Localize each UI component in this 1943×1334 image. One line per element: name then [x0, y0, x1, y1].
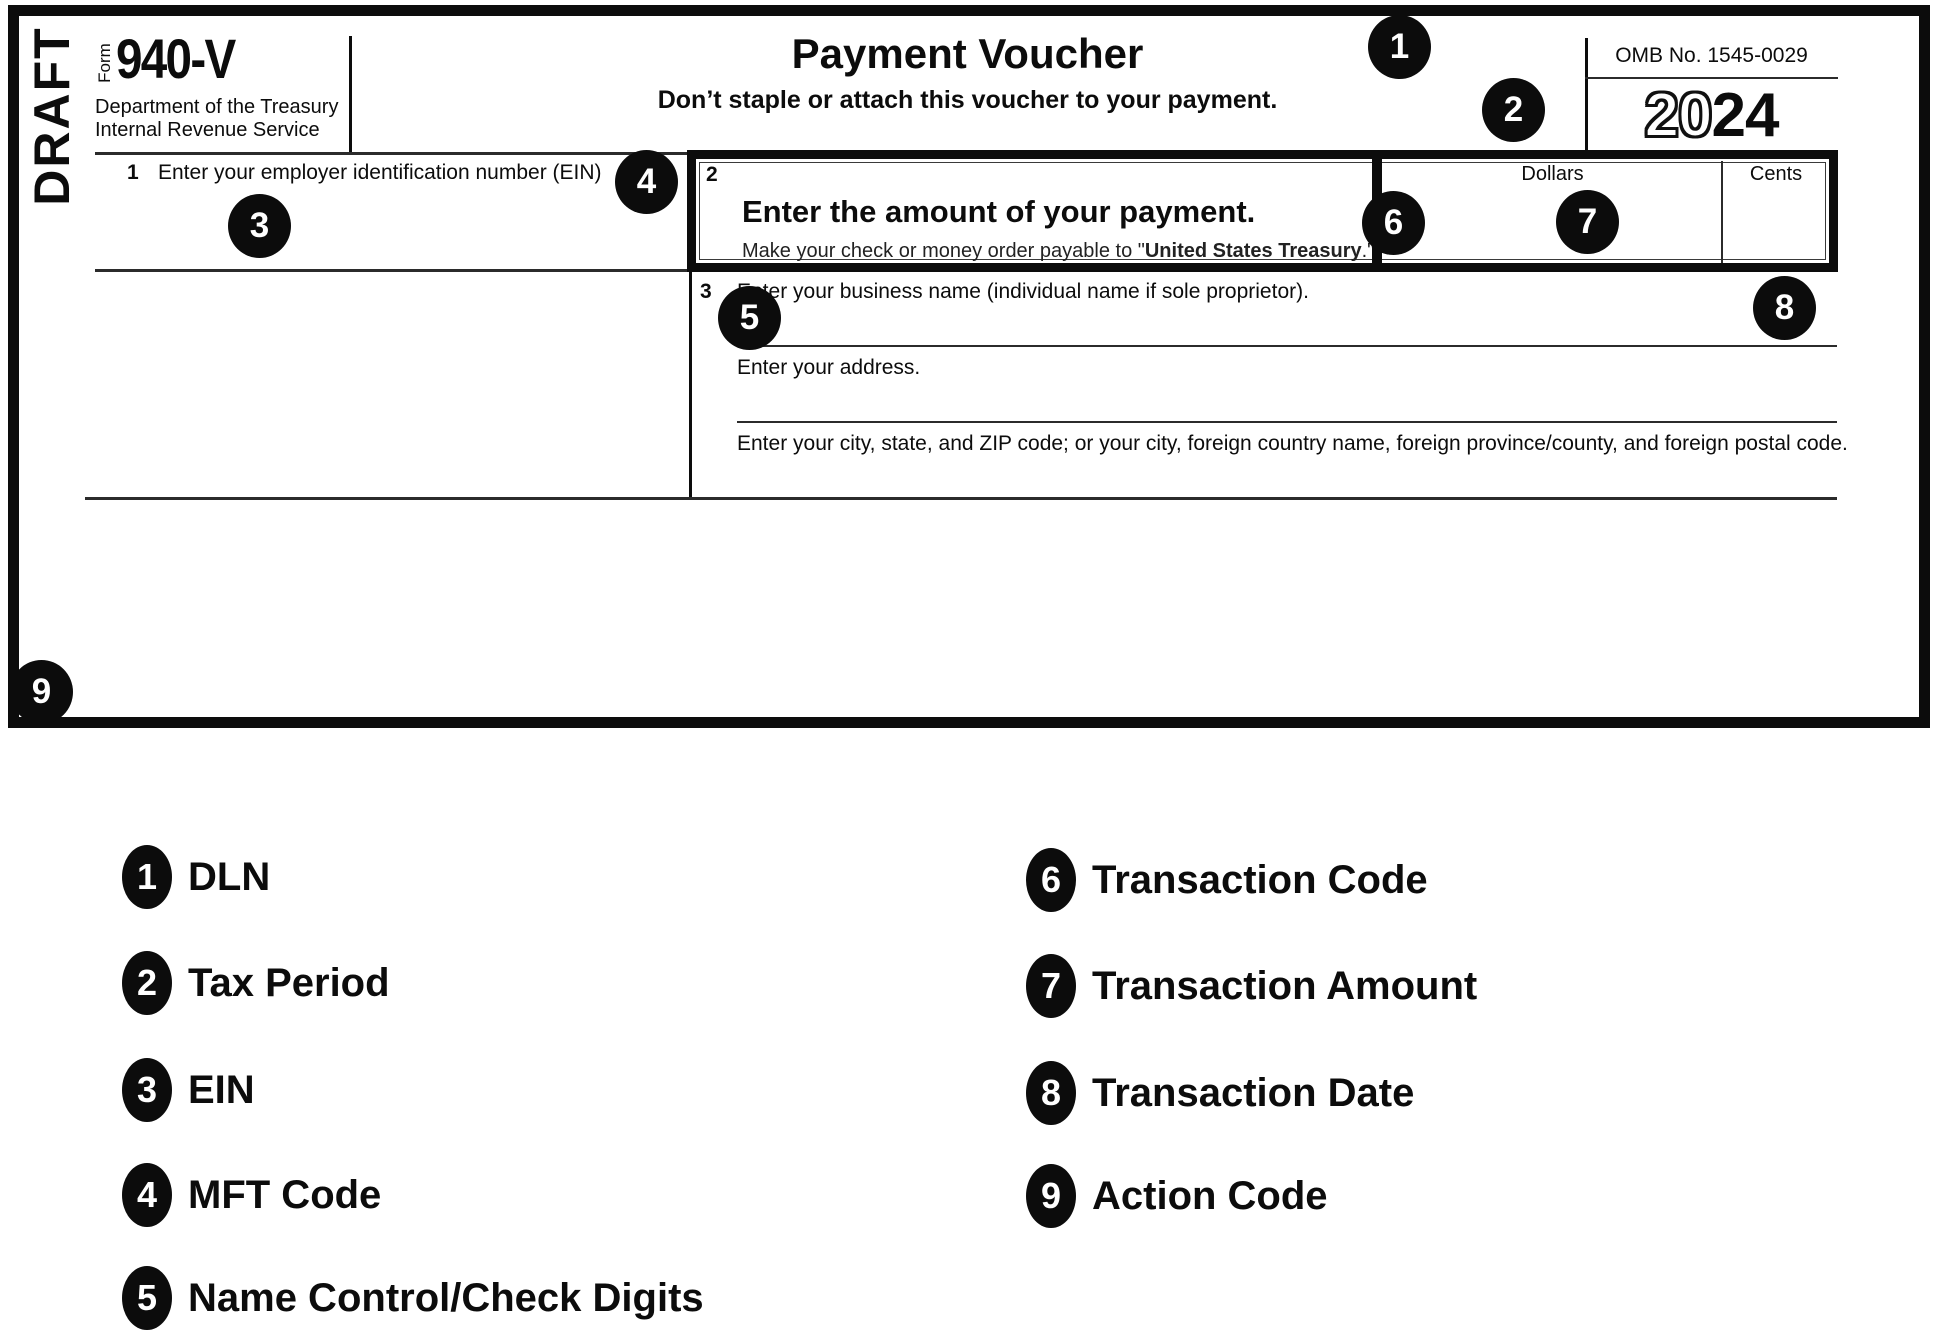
field1-ein-label: Enter your employer identification numbe…	[158, 161, 602, 184]
form-subtitle: Don’t staple or attach this voucher to y…	[657, 86, 1278, 114]
cents-column-label: Cents	[1749, 163, 1803, 185]
legend-item-transaction-date: 8 Transaction Date	[1026, 1060, 1414, 1126]
legend-dot-7: 7	[1026, 954, 1076, 1018]
row3-bottom-rule	[85, 497, 1837, 500]
agency-line-2: Internal Revenue Service	[95, 119, 320, 141]
legend-dot-3: 3	[122, 1058, 172, 1122]
legend-dot-2: 2	[122, 951, 172, 1015]
legend-label-ein: EIN	[188, 1067, 255, 1112]
field2-number: 2	[706, 163, 718, 186]
field1-number: 1	[127, 161, 139, 184]
payable-treasury: United States Treasury	[1144, 240, 1362, 262]
legend-dot-6: 6	[1026, 848, 1076, 912]
city-state-zip-label: Enter your city, state, and ZIP code; or…	[737, 432, 1848, 455]
header-bottom-rule	[95, 152, 690, 155]
legend-label-name-control: Name Control/Check Digits	[188, 1275, 704, 1320]
voucher-outer-border	[8, 5, 1930, 728]
legend-dot-9: 9	[1026, 1164, 1076, 1228]
callout-3-ein: 3	[228, 194, 291, 258]
address-line	[737, 421, 1837, 423]
legend-item-ein: 3 EIN	[122, 1057, 255, 1123]
legend-dot-1: 1	[122, 845, 172, 909]
agency-line-1: Department of the Treasury	[95, 96, 339, 118]
draft-watermark: DRAFT	[24, 26, 80, 206]
legend-item-mft-code: 4 MFT Code	[122, 1162, 381, 1228]
form-word-label: Form	[95, 43, 114, 83]
callout-6-transaction-code: 6	[1362, 191, 1425, 255]
form-title: Payment Voucher	[791, 30, 1144, 77]
business-name-label: Enter your business name (individual nam…	[737, 280, 1309, 303]
legend-label-dln: DLN	[188, 854, 271, 899]
address-label: Enter your address.	[737, 356, 921, 379]
callout-8-transaction-date: 8	[1753, 276, 1816, 340]
legend-item-name-control: 5 Name Control/Check Digits	[122, 1265, 704, 1331]
legend-item-transaction-code: 6 Transaction Code	[1026, 847, 1428, 913]
field3-left-rule	[689, 270, 692, 499]
omb-number: OMB No. 1545-0029	[1615, 44, 1808, 67]
payment-amount-heading: Enter the amount of your payment.	[742, 194, 1256, 229]
legend-dot-5: 5	[122, 1266, 172, 1330]
agency-lines: Department of the Treasury Internal Reve…	[95, 96, 338, 142]
callout-5-name-control: 5	[718, 286, 781, 350]
callout-4-mft-code: 4	[615, 150, 678, 214]
callout-2-tax-period: 2	[1482, 78, 1545, 142]
ein-row-bottom-rule	[95, 269, 690, 272]
header-divider	[349, 36, 352, 153]
legend-item-dln: 1 DLN	[122, 844, 270, 910]
legend-item-action-code: 9 Action Code	[1026, 1163, 1328, 1229]
legend-item-tax-period: 2 Tax Period	[122, 950, 390, 1016]
callout-7-transaction-amount: 7	[1556, 190, 1619, 254]
omb-underline	[1585, 77, 1838, 79]
field3-number: 3	[700, 280, 712, 303]
callout-1-dln: 1	[1368, 15, 1431, 79]
tax-year-bold-digits: 24	[1711, 81, 1780, 150]
dollars-cents-divider	[1721, 161, 1723, 263]
payable-instruction: Make your check or money order payable t…	[742, 240, 1374, 263]
legend-item-transaction-amount: 7 Transaction Amount	[1026, 953, 1477, 1019]
business-name-line	[737, 345, 1837, 347]
legend-label-transaction-amount: Transaction Amount	[1092, 963, 1478, 1008]
payable-prefix: Make your check or money order payable t…	[742, 240, 1145, 262]
dollars-column-label: Dollars	[1521, 163, 1584, 185]
legend-label-transaction-date: Transaction Date	[1092, 1070, 1415, 1115]
tax-year-outline-digits: 20	[1644, 80, 1714, 151]
legend-label-action-code: Action Code	[1092, 1173, 1328, 1218]
tax-year: 2024	[1585, 80, 1838, 151]
omb-box-left-rule	[1585, 38, 1588, 153]
legend-dot-8: 8	[1026, 1061, 1076, 1125]
legend-label-transaction-code: Transaction Code	[1092, 857, 1428, 902]
legend-label-tax-period: Tax Period	[188, 960, 390, 1005]
callout-9-action-code: 9	[10, 660, 73, 724]
legend-dot-4: 4	[122, 1163, 172, 1227]
payment-amount-box	[687, 150, 1838, 272]
form-number: 940-V	[116, 27, 236, 90]
legend-label-mft-code: MFT Code	[188, 1172, 382, 1217]
